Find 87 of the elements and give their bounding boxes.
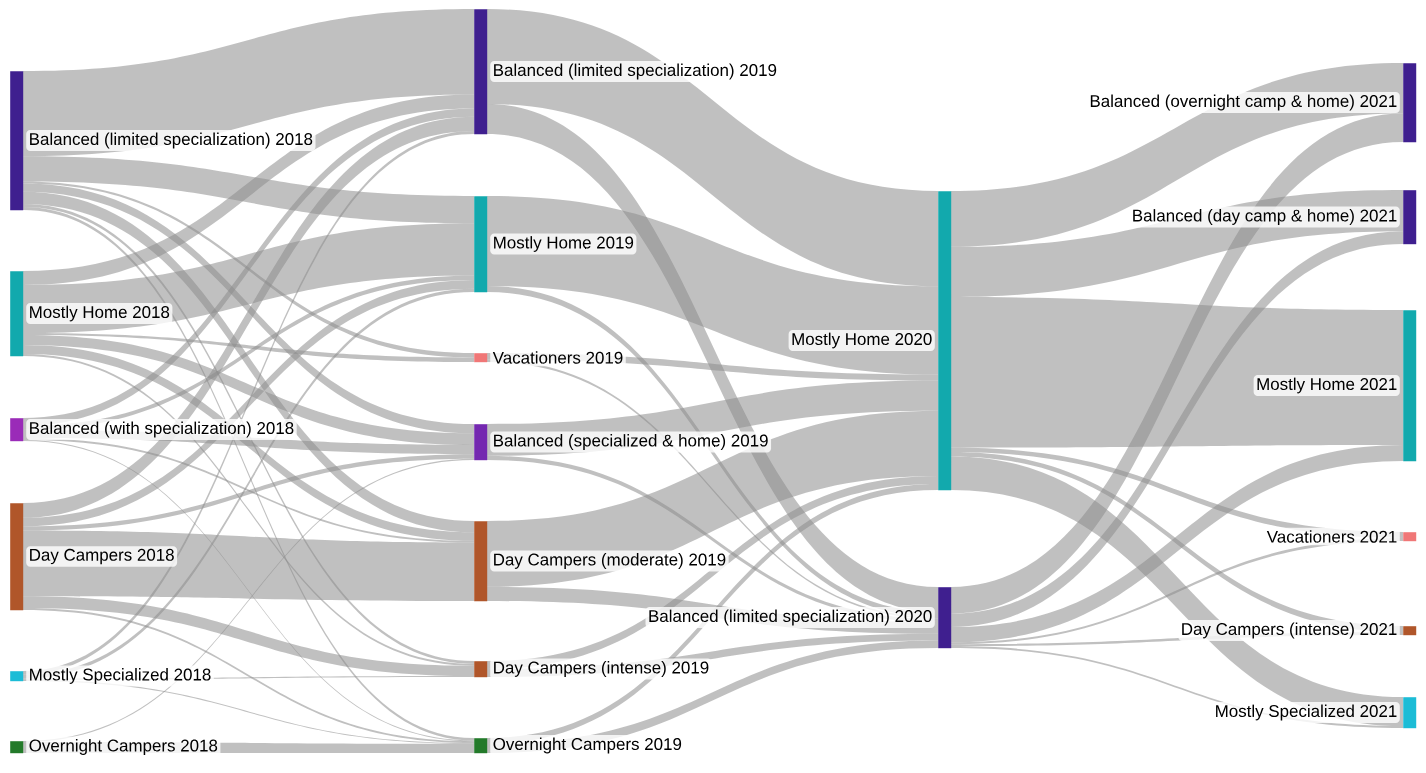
flow-band	[23, 223, 474, 333]
node-label: Day Campers (moderate) 2019	[494, 553, 726, 569]
sankey-node: Mostly Home 2019	[474, 196, 637, 293]
sankey-node: Balanced (overnight camp & home) 2021	[1086, 63, 1417, 143]
flow-band	[23, 679, 474, 744]
flow-band	[951, 538, 1403, 645]
sankey-node: Mostly Home 2018	[10, 271, 173, 357]
sankey-node: Balanced (with specialization) 2018	[10, 418, 297, 442]
flow-band	[23, 454, 474, 531]
flow-band	[951, 646, 1403, 728]
sankey-node: Mostly Home 2020	[788, 191, 952, 491]
sankey-node: Balanced (day camp & home) 2021	[1129, 190, 1417, 245]
flow-band	[23, 335, 474, 445]
flow-band	[487, 196, 938, 375]
sankey-node: Overnight Campers 2019	[474, 735, 685, 756]
flow-band	[23, 191, 474, 533]
flow-band	[23, 131, 474, 675]
flow-band	[487, 9, 938, 287]
flow-band	[951, 456, 1403, 727]
flow-band	[951, 190, 1403, 297]
sankey-node: Day Campers 2018	[10, 503, 178, 611]
flow-band	[487, 586, 938, 634]
flow-band	[487, 633, 938, 677]
flow-band	[23, 94, 474, 285]
flow-band	[23, 203, 474, 664]
flow-band	[23, 116, 474, 518]
flow-band	[23, 183, 474, 434]
sankey-node: Day Campers (intense) 2019	[474, 658, 712, 680]
flow-band	[951, 63, 1403, 247]
sankey-node: Day Campers (intense) 2021	[1178, 620, 1417, 641]
sankey-node: Mostly Home 2021	[1253, 310, 1417, 462]
flow-band	[951, 231, 1403, 627]
flow-band	[487, 380, 938, 456]
flow-band	[23, 181, 474, 358]
flow-band	[23, 108, 474, 426]
node-label: Vacationers 2021	[1266, 530, 1397, 543]
flow-band	[487, 476, 938, 669]
node-label: Mostly Specialized 2018	[30, 668, 211, 684]
sankey-node: Balanced (limited specialization) 2020	[645, 587, 952, 649]
flow-band	[23, 9, 474, 157]
node-label: Overnight Campers 2018	[29, 739, 218, 755]
flow-band	[23, 207, 474, 741]
flow-band	[951, 447, 1403, 538]
sankey-node: Vacationers 2019	[474, 348, 626, 367]
flow-band	[23, 530, 474, 601]
node-label: Overnight Campers 2019	[493, 737, 682, 754]
flow-band	[23, 430, 474, 455]
node-label: Balanced (day camp & home) 2021	[1133, 209, 1397, 225]
node-label: Mostly Specialized 2021	[1216, 704, 1397, 721]
flow-band	[23, 345, 474, 541]
node-label: Balanced (limited specialization) 2019	[494, 63, 777, 80]
sankey-node: Overnight Campers 2018	[10, 736, 221, 758]
flow-band	[23, 275, 474, 430]
sankey-node: Balanced (limited specialization) 2019	[474, 9, 780, 135]
sankey-node: Day Campers (moderate) 2019	[474, 521, 729, 602]
sankey-node: Mostly Specialized 2021	[1212, 697, 1417, 729]
sankey-node: Mostly Specialized 2018	[10, 665, 214, 687]
flow-band	[23, 676, 474, 680]
flow-band	[487, 640, 938, 753]
node-label: Balanced (limited specialization) 2020	[649, 609, 932, 626]
flow-band	[23, 288, 474, 679]
flow-band	[487, 353, 938, 381]
flow-band	[487, 359, 938, 619]
flow-band	[23, 354, 474, 666]
flow-band	[23, 607, 474, 743]
flow-band	[23, 742, 474, 753]
node-label: Balanced (overnight camp & home) 2021	[1090, 94, 1397, 111]
flow-band	[23, 333, 474, 362]
flow-band	[487, 285, 938, 618]
sankey-node: Balanced (limited specialization) 2018	[10, 71, 316, 211]
node-label: Vacationers 2019	[492, 351, 623, 364]
flow-band	[487, 484, 938, 744]
node-label: Mostly Home 2020	[792, 332, 932, 349]
flow-band	[487, 410, 938, 587]
sankey-node: Balanced (specialized & home) 2019	[474, 424, 772, 461]
flow-band	[23, 156, 474, 224]
flow-band	[951, 632, 1403, 647]
flow-band	[951, 297, 1403, 448]
flow-band	[23, 596, 474, 677]
flow-band	[23, 438, 474, 543]
flow-band	[23, 280, 474, 527]
node-label: Day Campers (intense) 2021	[1182, 622, 1397, 639]
flow-band	[487, 455, 938, 623]
flow-band	[487, 104, 938, 613]
node-label: Day Campers (intense) 2019	[494, 661, 709, 677]
flow-band	[951, 113, 1403, 614]
sankey-node: Vacationers 2021	[1264, 527, 1417, 546]
